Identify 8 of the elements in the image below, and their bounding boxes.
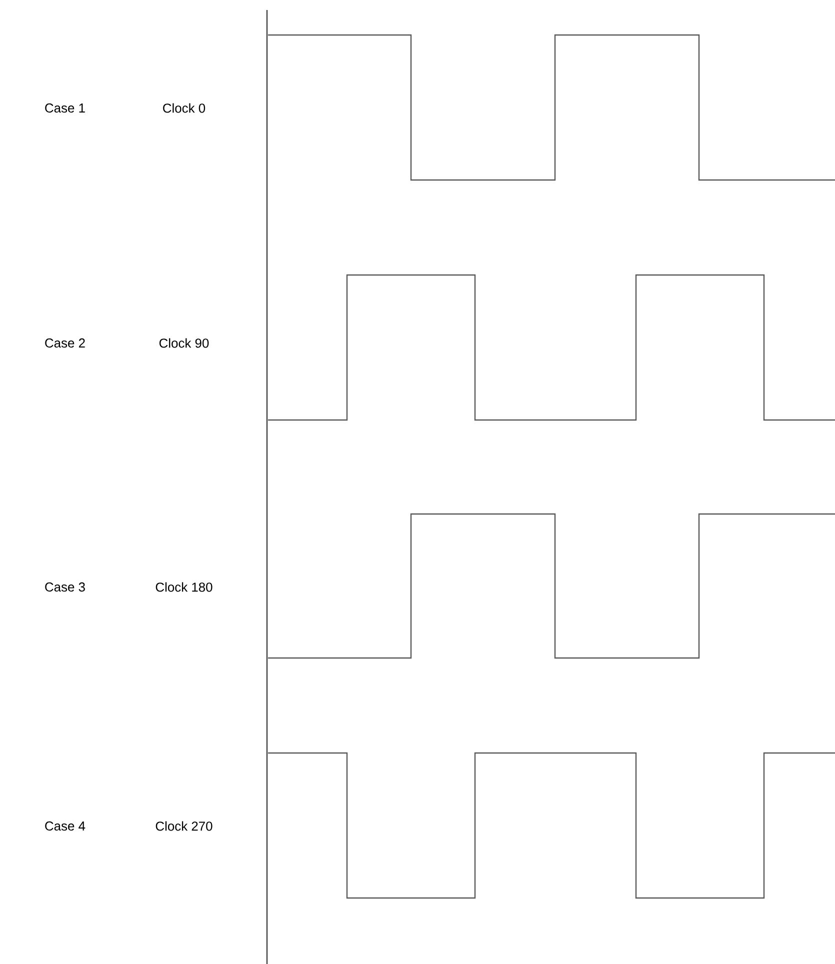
clock-label: Clock 270 — [156, 821, 212, 831]
case-label: Case 3 — [45, 582, 85, 592]
case-label: Case 1 — [45, 103, 85, 113]
clock-label: Clock 180 — [156, 582, 212, 592]
case-label: Case 4 — [45, 821, 86, 831]
case-label: Case 2 — [45, 338, 85, 348]
clock-label: Clock 90 — [159, 338, 209, 348]
clock-label: Clock 0 — [163, 103, 206, 113]
